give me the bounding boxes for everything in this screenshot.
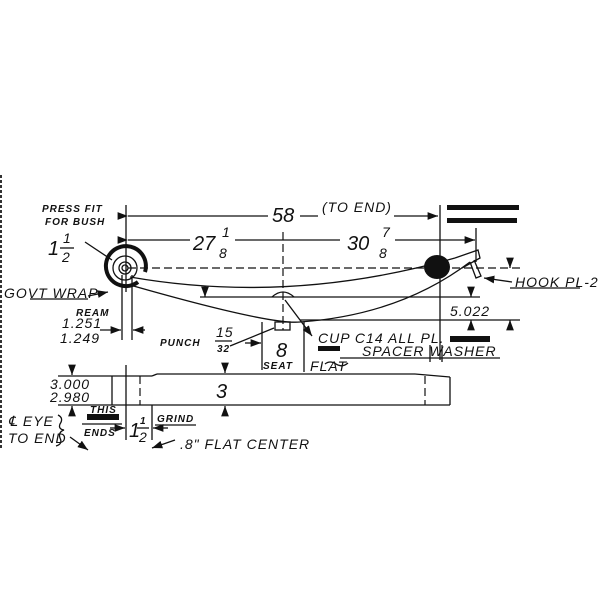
seat-value: 8 (276, 340, 287, 362)
seat-label: SEAT (263, 361, 293, 372)
right-length-num: 7 (382, 224, 391, 240)
width-max: 3.000 (50, 376, 90, 392)
for-bush-label: FOR BUSH (45, 217, 105, 228)
left-length-num: 1 (222, 224, 231, 240)
grind-label: GRIND (157, 414, 194, 425)
hook-label: HOOK PL-2 (515, 274, 599, 290)
eye-to-end-1: ℄ EYE (8, 413, 54, 429)
ream-max: 1.251 (62, 315, 102, 331)
width-value: 3 (216, 381, 227, 403)
eye-dia-whole: 1 (48, 238, 59, 260)
eye-bushing (103, 244, 148, 289)
right-length-den: 8 (379, 245, 388, 261)
hook-pin (424, 255, 450, 279)
overall-length: 58 (272, 205, 294, 227)
eye-dia-den: 2 (61, 249, 71, 265)
ream-min: 1.249 (60, 330, 100, 346)
spacer-washer-label: SPACER WASHER (362, 343, 497, 359)
ream-label: REAM (76, 308, 109, 319)
leader-lines (30, 241, 580, 367)
ends-label: ENDS (84, 428, 116, 439)
flat-center-label: .8" FLAT CENTER (180, 436, 310, 452)
black-marks (318, 205, 519, 351)
punch-num: 15 (216, 324, 234, 340)
grind-den: 2 (138, 429, 148, 445)
to-end-label: (TO END) (322, 199, 392, 215)
press-fit-label: PRESS FIT (42, 204, 103, 215)
eye-to-end-2: TO END (8, 430, 67, 446)
this-label: THIS (90, 405, 117, 416)
left-length-whole: 27 (192, 233, 216, 255)
flat-label: FLAT (310, 358, 348, 374)
height-value: 5.022 (450, 303, 490, 319)
govt-wrap-label: GOVT WRAP (4, 285, 99, 301)
punch-den: 32 (217, 344, 230, 355)
cup-label: CUP C14 ALL PL. (318, 330, 445, 346)
plan-view (58, 362, 451, 451)
right-length-whole: 30 (347, 233, 369, 255)
grind-num: 1 (140, 416, 147, 427)
left-length-den: 8 (219, 245, 228, 261)
width-min: 2.980 (49, 389, 90, 405)
spring-leaves (129, 249, 482, 331)
grind-whole: 1 (129, 420, 140, 442)
eye-dia-num: 1 (63, 230, 72, 246)
punch-label: PUNCH (160, 338, 201, 349)
